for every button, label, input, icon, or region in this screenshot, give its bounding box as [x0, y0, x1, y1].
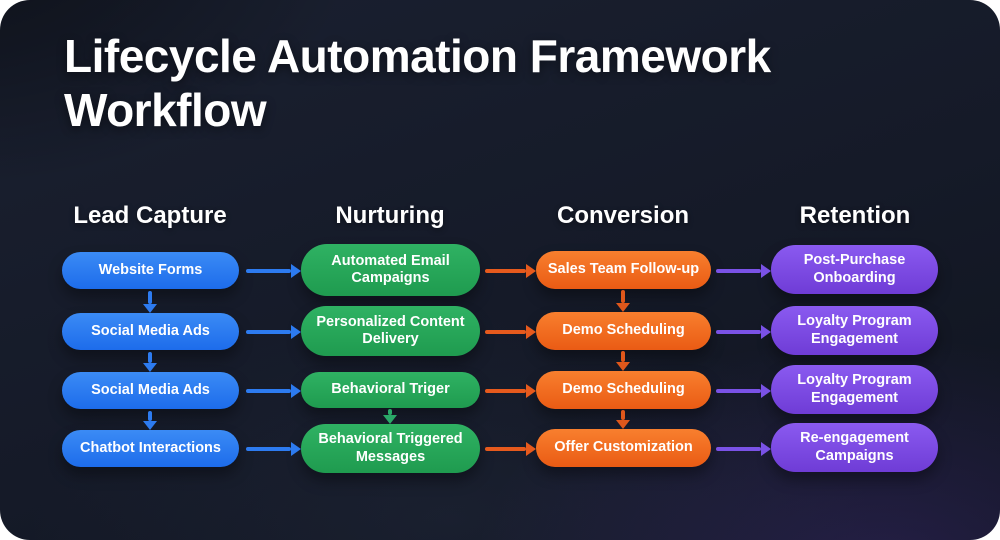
arrow-down-icon: [616, 351, 630, 371]
arrow-right-icon: [485, 264, 536, 277]
arrow-right-icon: [716, 325, 771, 338]
arrow-right-icon: [246, 325, 301, 338]
column-header-conversion: Conversion: [556, 202, 690, 229]
node-re-engagement-campaigns: Re-engagement Campaigns: [771, 423, 938, 472]
arrow-down-icon: [143, 352, 157, 372]
node-offer-customization: Offer Customization: [536, 429, 711, 467]
node-automated-email-campaigns: Automated Email Campaigns: [301, 244, 480, 296]
arrow-down-icon: [616, 290, 630, 312]
node-post-purchase-onboarding: Post-Purchase Onboarding: [771, 245, 938, 294]
arrow-right-icon: [716, 442, 771, 455]
arrow-down-icon: [143, 411, 157, 430]
node-behavioral-triggered-messages: Behavioral Triggered Messages: [301, 424, 480, 473]
arrow-right-icon: [485, 442, 536, 455]
page-title: Lifecycle Automation Framework Workflow: [64, 30, 771, 136]
arrow-right-icon: [485, 325, 536, 338]
node-loyalty-program-engagement-1: Loyalty Program Engagement: [771, 306, 938, 355]
arrow-right-icon: [716, 384, 771, 397]
arrow-right-icon: [246, 442, 301, 455]
node-social-media-ads-2: Social Media Ads: [62, 372, 239, 409]
node-social-media-ads-1: Social Media Ads: [62, 313, 239, 350]
node-demo-scheduling-1: Demo Scheduling: [536, 312, 711, 350]
node-loyalty-program-engagement-2: Loyalty Program Engagement: [771, 365, 938, 414]
node-chatbot-interactions: Chatbot Interactions: [62, 430, 239, 467]
arrow-right-icon: [485, 384, 536, 397]
node-website-forms: Website Forms: [62, 252, 239, 289]
arrow-right-icon: [246, 264, 301, 277]
arrow-down-icon: [616, 410, 630, 429]
arrow-right-icon: [716, 264, 771, 277]
node-demo-scheduling-2: Demo Scheduling: [536, 371, 711, 409]
arrow-down-icon: [383, 409, 397, 424]
node-behavioral-triger: Behavioral Triger: [301, 372, 480, 408]
column-header-retention: Retention: [799, 202, 911, 229]
column-header-lead-capture: Lead Capture: [73, 202, 227, 229]
node-personalized-content-delivery: Personalized Content Delivery: [301, 306, 480, 356]
node-sales-team-follow-up: Sales Team Follow-up: [536, 251, 711, 289]
arrow-right-icon: [246, 384, 301, 397]
column-header-nurturing: Nurturing: [335, 202, 445, 229]
arrow-down-icon: [143, 291, 157, 313]
